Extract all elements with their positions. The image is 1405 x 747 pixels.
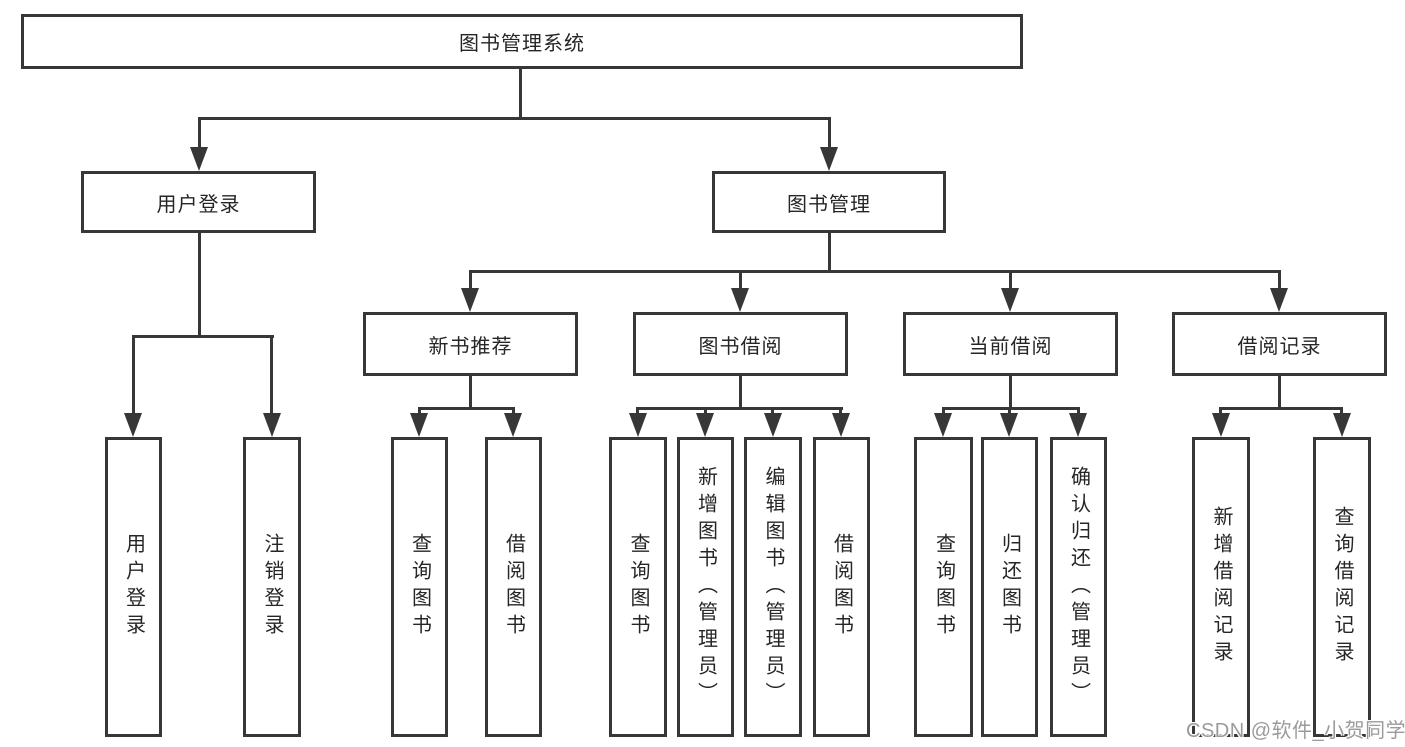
- arrow-down-records: [1270, 288, 1288, 312]
- watermark: CSDN @软件_小贺同学: [1186, 720, 1405, 742]
- connector-user-login-stem: [198, 233, 201, 335]
- node-book-management: 图书管理: [712, 171, 946, 233]
- arrow-down-user-login: [190, 147, 208, 171]
- arrow-down-leaf: [1212, 413, 1230, 437]
- connector-borrowing-rail: [636, 407, 843, 410]
- leaf-label: 用户登录: [122, 533, 145, 641]
- node-library-management-system: 图书管理系统: [21, 14, 1023, 69]
- connector-drop-leaf-user-login: [132, 335, 135, 415]
- leaf-label: 注销登录: [261, 533, 283, 641]
- arrow-down-leaf: [629, 413, 647, 437]
- arrow-down-leaf: [696, 413, 714, 437]
- arrow-down-leaf-logout: [263, 413, 281, 437]
- leaf-query-borrow-record: 查询借阅记录: [1313, 437, 1371, 737]
- leaf-query-books-borrowing: 查询图书: [609, 437, 667, 737]
- leaf-label: 查询图书: [932, 533, 955, 641]
- leaf-label: 查询借阅记录: [1331, 506, 1353, 668]
- connector-drop-borrowing: [739, 270, 742, 292]
- leaf-query-books-current: 查询图书: [914, 437, 973, 737]
- leaf-borrow-books-recommend: 借阅图书: [485, 437, 542, 737]
- connector-records-rail: [1220, 407, 1343, 410]
- arrow-down-leaf-user-login: [124, 413, 142, 437]
- leaf-label: 借阅图书: [830, 533, 853, 641]
- connector-root-rail: [198, 117, 831, 120]
- connector-records-stem: [1278, 376, 1281, 409]
- arrow-down-recommend: [461, 288, 479, 312]
- leaf-label: 确认归还（管理员）: [1067, 465, 1090, 709]
- arrow-down-book-management: [820, 147, 838, 171]
- connector-drop-current: [1009, 270, 1012, 292]
- leaf-return-book: 归还图书: [981, 437, 1038, 737]
- node-label: 图书借阅: [698, 335, 783, 358]
- node-user-login: 用户登录: [81, 171, 316, 233]
- connector-current-stem: [1009, 376, 1012, 409]
- connector-current-rail: [942, 407, 1080, 410]
- arrow-down-leaf: [1000, 413, 1018, 437]
- leaf-label: 查询图书: [627, 533, 649, 641]
- arrow-down-current: [1001, 288, 1019, 312]
- leaf-label: 编辑图书（管理员）: [762, 465, 784, 709]
- leaf-query-books-recommend: 查询图书: [391, 437, 448, 737]
- node-borrowing-records: 借阅记录: [1172, 312, 1387, 376]
- connector-borrowing-stem: [739, 376, 742, 409]
- connector-drop-records: [1278, 270, 1281, 292]
- leaf-add-book-admin: 新增图书（管理员）: [677, 437, 734, 737]
- leaf-label: 归还图书: [998, 533, 1021, 641]
- leaf-borrow-books-borrowing: 借阅图书: [813, 437, 870, 737]
- node-new-book-recommendation: 新书推荐: [363, 312, 578, 376]
- node-label: 当前借阅: [968, 335, 1053, 358]
- arrow-down-leaf: [764, 413, 782, 437]
- connector-root-stem: [519, 69, 522, 117]
- leaf-logout: 注销登录: [243, 437, 301, 737]
- leaf-user-login: 用户登录: [105, 437, 162, 737]
- connector-book-management-rail: [469, 270, 1281, 273]
- connector-recommend-stem: [469, 376, 472, 409]
- connector-drop-user-login: [198, 117, 201, 149]
- node-label: 图书管理: [787, 193, 871, 216]
- node-label: 图书管理系统: [459, 33, 585, 55]
- leaf-label: 查询图书: [408, 533, 431, 641]
- leaf-label: 借阅图书: [502, 533, 525, 641]
- node-label: 新书推荐: [428, 335, 513, 358]
- node-current-borrowing: 当前借阅: [903, 312, 1118, 376]
- node-label: 借阅记录: [1237, 335, 1322, 358]
- node-label: 用户登录: [156, 193, 241, 216]
- arrow-down-leaf: [504, 413, 522, 437]
- leaf-add-borrow-record: 新增借阅记录: [1192, 437, 1250, 737]
- leaf-label: 新增图书（管理员）: [694, 465, 717, 709]
- arrow-down-leaf: [410, 413, 428, 437]
- connector-drop-leaf-logout: [270, 335, 273, 415]
- leaf-edit-book-admin: 编辑图书（管理员）: [744, 437, 802, 737]
- connector-user-login-rail: [132, 335, 274, 338]
- connector-recommend-rail: [418, 407, 515, 410]
- leaf-confirm-return-admin: 确认归还（管理员）: [1050, 437, 1107, 737]
- connector-drop-recommend: [469, 270, 472, 292]
- node-book-borrowing: 图书借阅: [633, 312, 848, 376]
- arrow-down-leaf: [832, 413, 850, 437]
- arrow-down-leaf: [1069, 413, 1087, 437]
- arrow-down-borrowing: [731, 288, 749, 312]
- leaf-label: 新增借阅记录: [1210, 506, 1232, 668]
- arrow-down-leaf: [934, 413, 952, 437]
- arrow-down-leaf: [1333, 413, 1351, 437]
- connector-drop-book-management: [828, 117, 831, 149]
- connector-book-management-stem: [828, 233, 831, 272]
